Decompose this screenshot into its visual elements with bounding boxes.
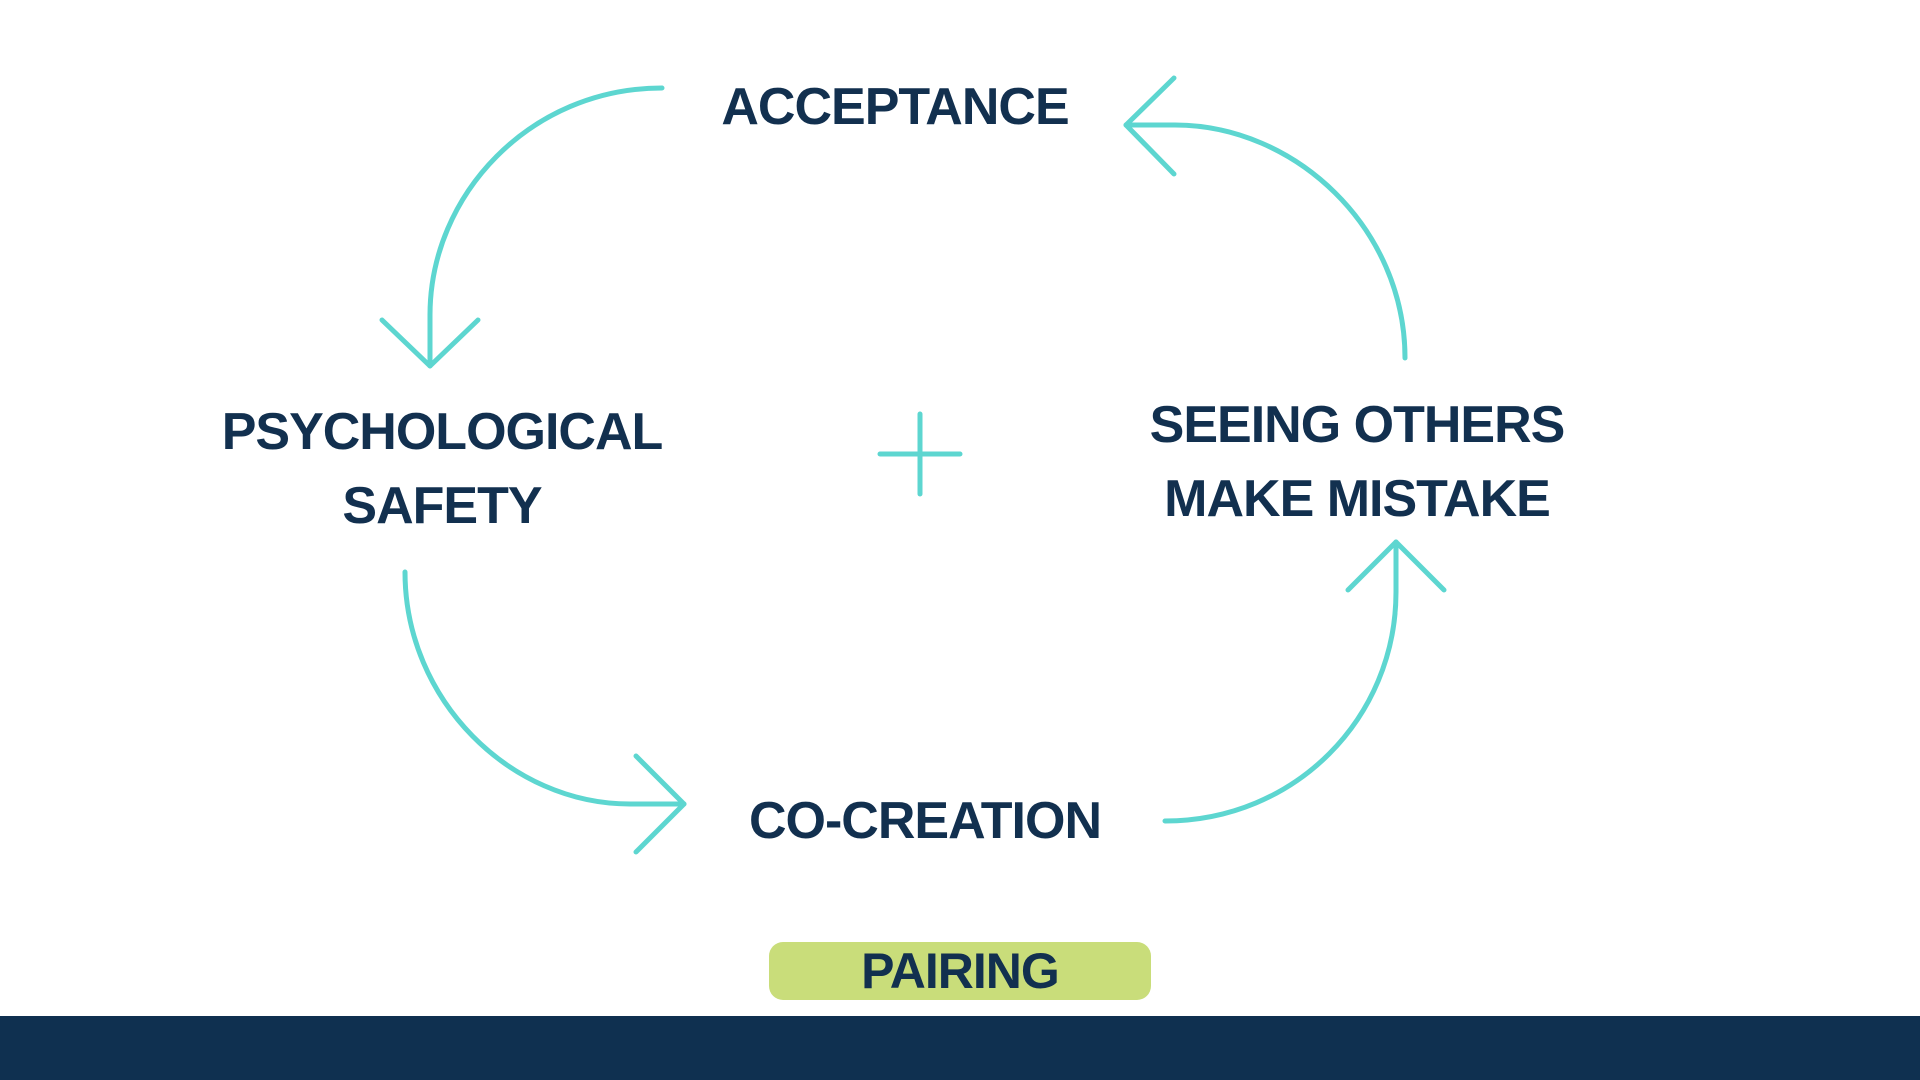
node-seeing-others-make-mistake: SEEING OTHERS MAKE MISTAKE	[1107, 388, 1607, 536]
arrow-cocreation-to-seeing-others	[1162, 539, 1447, 824]
center-plus-icon	[877, 411, 963, 497]
arrow-seeing-others-to-acceptance	[1123, 75, 1408, 361]
node-co-creation-line-1: CO-CREATION	[748, 792, 1102, 850]
node-seeing-others-line-2: MAKE MISTAKE	[1164, 470, 1551, 528]
node-psychological-safety-line-1: PSYCHOLOGICAL	[221, 403, 664, 461]
node-seeing-others-line-1: SEEING OTHERS	[1149, 396, 1566, 454]
pairing-tag: PAIRING	[769, 942, 1151, 1000]
node-acceptance-line-1: ACCEPTANCE	[721, 78, 1069, 136]
arrow-acceptance-to-psych-safety	[379, 85, 665, 369]
arrow-psych-safety-to-cocreation	[402, 569, 687, 855]
node-acceptance: ACCEPTANCE	[620, 70, 1170, 144]
node-psychological-safety: PSYCHOLOGICAL SAFETY	[192, 395, 692, 543]
footer-bar	[0, 1016, 1920, 1080]
node-psychological-safety-line-2: SAFETY	[342, 477, 542, 535]
node-co-creation: CO-CREATION	[650, 784, 1200, 858]
